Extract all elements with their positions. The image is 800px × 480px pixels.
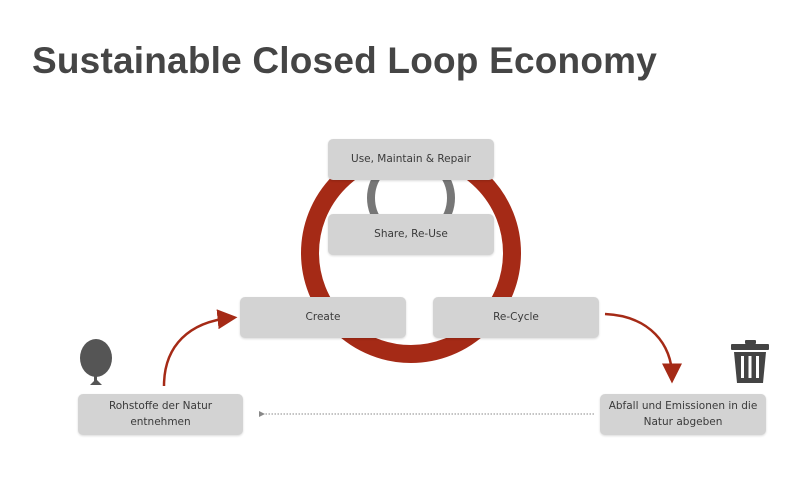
node-create: Create <box>240 297 406 338</box>
node-extract-raw-materials: Rohstoffe der Natur entnehmen <box>78 394 243 435</box>
extract-arrow <box>162 309 238 387</box>
tree-icon <box>80 339 112 385</box>
trash-icon <box>731 340 769 383</box>
page-title: Sustainable Closed Loop Economy <box>32 40 658 81</box>
node-use-maintain-repair: Use, Maintain & Repair <box>328 139 494 180</box>
dispose-arrow <box>604 312 682 384</box>
node-recycle: Re-Cycle <box>433 297 599 338</box>
node-dispose-waste: Abfall und Emissionen in die Natur abgeb… <box>600 394 766 435</box>
node-share-reuse: Share, Re-Use <box>328 214 494 255</box>
